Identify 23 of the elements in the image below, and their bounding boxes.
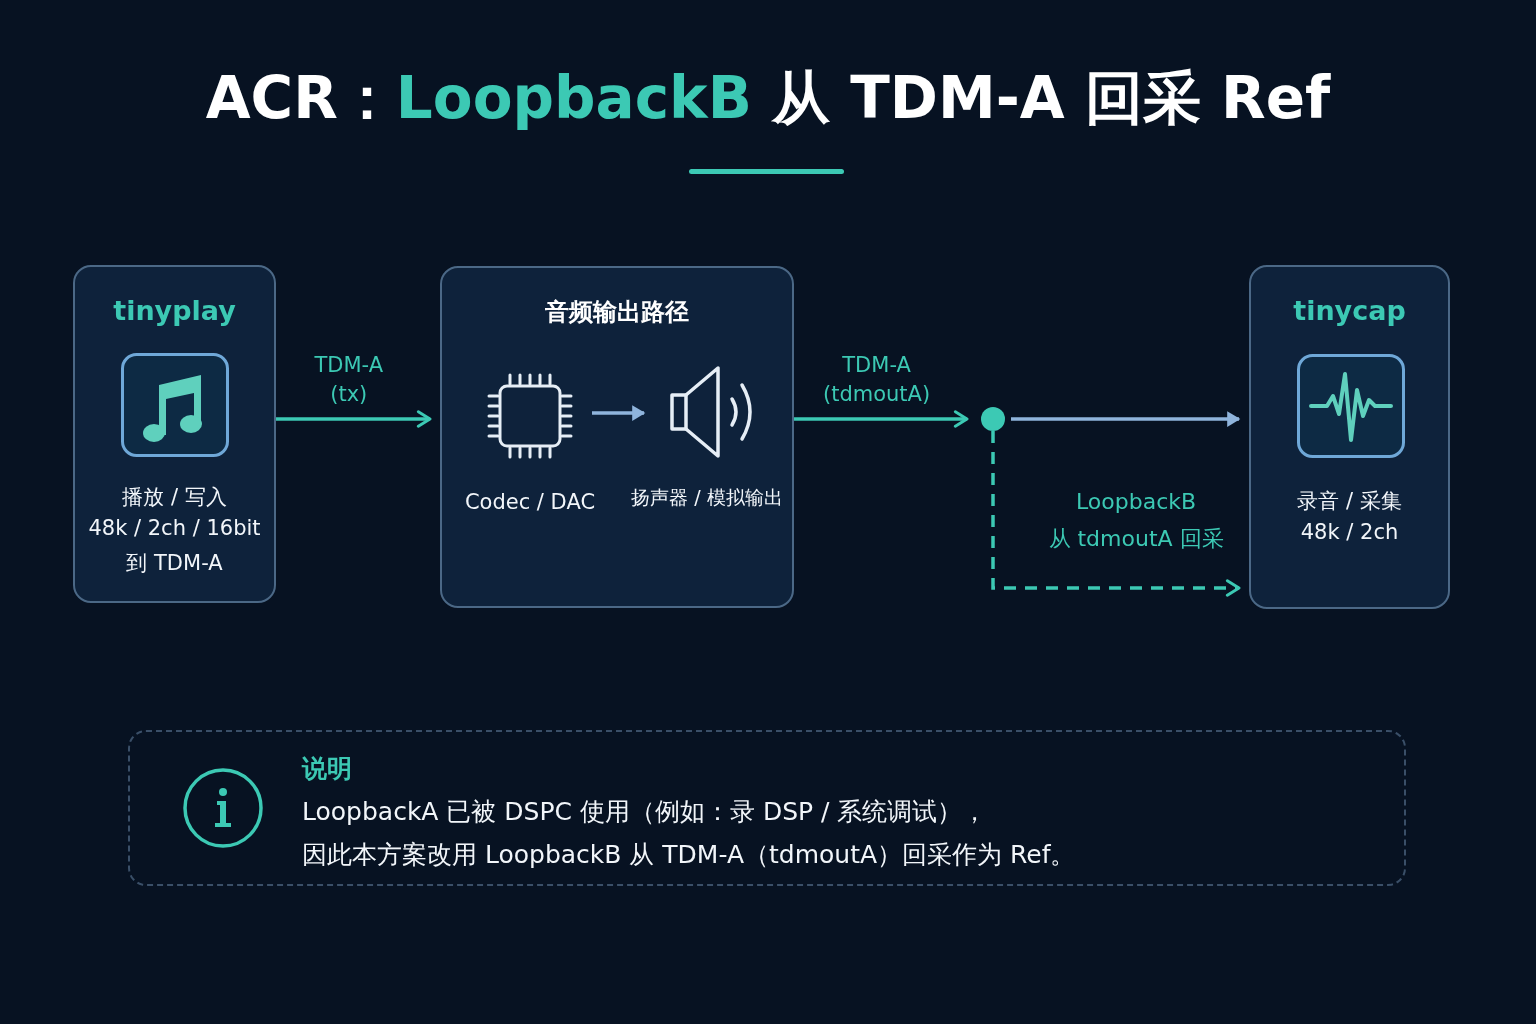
box-text: 播放 / 写入	[121, 484, 228, 511]
program-box	[1249, 265, 1450, 609]
title: ACR：LoopbackB 从 TDM-A 回采 Ref	[204, 63, 1332, 134]
item-label: 扬声器 / 模拟输出	[630, 485, 784, 510]
arrow	[276, 410, 432, 428]
note-text: LoopbackA 已被 DSPC 使用（例如：录 DSP / 系统调试），因此本方案改用 LoopbackB 从 TDM-A（tdmoutA）回采作为 Ref。	[302, 796, 1077, 871]
box-text: 到 TDM-A	[125, 550, 224, 577]
box-text: 48k / 2ch	[1299, 520, 1400, 544]
path-box	[440, 266, 794, 608]
item-label: Codec / DAC	[464, 490, 596, 514]
box-heading: tinycap	[1292, 295, 1407, 326]
note-heading: 说明	[302, 753, 352, 785]
box-text: 48k / 2ch / 16bit	[87, 516, 262, 540]
box-heading: 音频输出路径	[544, 297, 690, 328]
box-heading: tinyplay	[112, 295, 237, 326]
junction-dot	[981, 407, 1005, 431]
arrow	[592, 405, 646, 421]
arrow	[794, 410, 969, 428]
note-box	[128, 730, 1406, 886]
box-text: 录音 / 采集	[1296, 488, 1403, 515]
program-box	[73, 265, 276, 603]
arrow	[1011, 411, 1241, 427]
arrow	[991, 431, 1241, 597]
